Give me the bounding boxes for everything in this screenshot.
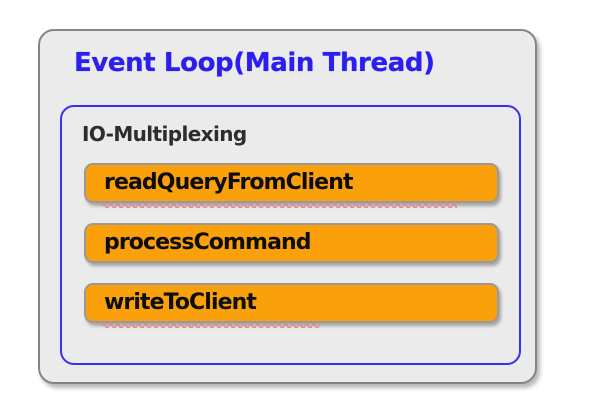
operation-label: processCommand [104, 230, 312, 255]
io-multiplexing-title: IO-Multiplexing [82, 122, 247, 146]
operation-label: readQueryFromClient [104, 170, 353, 195]
spellcheck-squiggle-icon [102, 202, 457, 208]
operation-list: readQueryFromClient processCommand write… [84, 163, 499, 328]
operation-label: writeToClient [104, 290, 257, 315]
spellcheck-squiggle-icon [102, 322, 320, 328]
operation-box[interactable]: readQueryFromClient [84, 163, 499, 208]
operation-box[interactable]: processCommand [84, 223, 499, 263]
operation-box[interactable]: writeToClient [84, 283, 499, 328]
io-multiplexing-block: IO-Multiplexing readQueryFromClient proc… [60, 105, 521, 365]
event-loop-title: Event Loop(Main Thread) [74, 48, 435, 78]
event-loop-block: Event Loop(Main Thread) IO-Multiplexing … [38, 29, 537, 384]
